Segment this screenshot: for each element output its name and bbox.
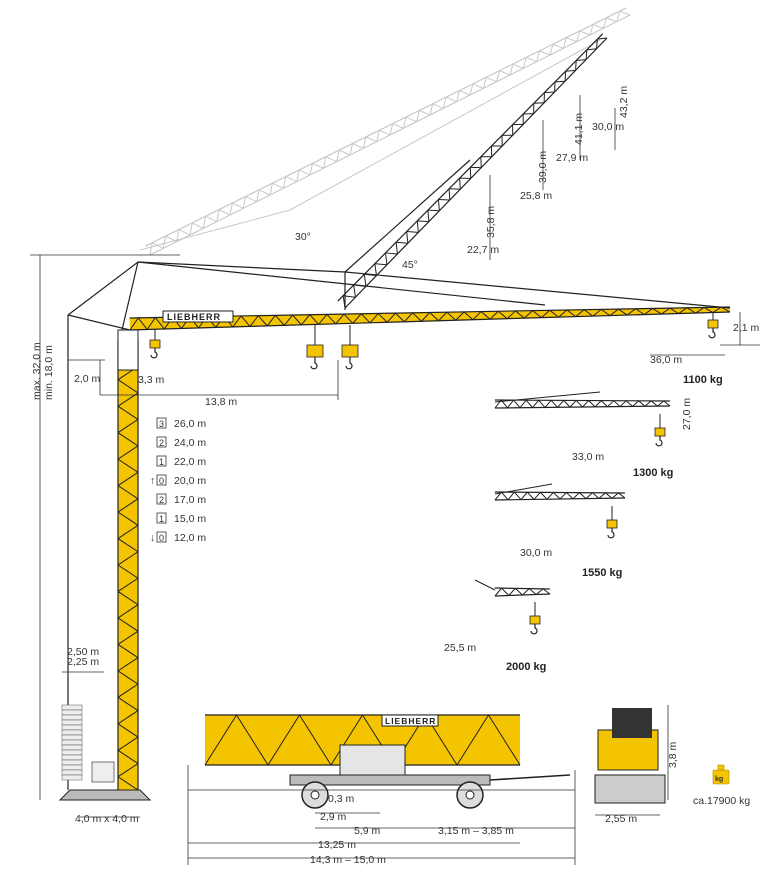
arrow-icon: ↑ <box>150 475 155 487</box>
crane-structure <box>58 33 731 809</box>
tower-height-row: 2 24,0 m <box>156 436 206 449</box>
tower-height-row: ↓ 0 12,0 m <box>150 531 206 544</box>
main-jib <box>129 306 731 331</box>
section-number: 1 <box>159 457 164 467</box>
svg-text:LIEBHERR: LIEBHERR <box>385 716 436 726</box>
hook-block <box>341 325 359 370</box>
max-height-label: max. 32,0 m <box>31 342 43 400</box>
jib-config-4 <box>494 587 551 597</box>
tower-height: 15,0 m <box>174 513 206 525</box>
hook-block <box>306 325 324 370</box>
jib-config-2 <box>494 399 671 409</box>
svg-text:kg: kg <box>715 776 723 783</box>
radius-25-5: 25,5 m <box>444 642 476 654</box>
tower-height: 17,0 m <box>174 494 206 506</box>
dim-2-1: 2,1 m <box>733 322 760 334</box>
tower-height-row: 1 22,0 m <box>156 455 206 468</box>
dim-2-9: 2,9 m <box>320 811 347 823</box>
luff-height-39: 39,0 m <box>537 151 549 183</box>
luffing-jib <box>337 33 608 309</box>
dimension-lines <box>30 95 760 865</box>
radius-36: 36,0 m <box>650 354 682 366</box>
load-1550: 1550 kg <box>582 567 622 579</box>
dim-13-25: 13,25 m <box>318 839 356 851</box>
ballast-width-225: 2,25 m <box>67 656 99 668</box>
dim-2-55: 2,55 m <box>605 813 637 825</box>
dim-2-0: 2,0 m <box>74 373 101 385</box>
ghost-jib-lattice <box>145 7 631 256</box>
ballast-width-250: 2,50 m <box>67 646 99 658</box>
section-number: 2 <box>159 438 164 448</box>
tower-height: 12,0 m <box>174 532 206 544</box>
luff-radius-227: 22,7 m <box>467 244 499 256</box>
tower-height: 22,0 m <box>174 456 206 468</box>
section-number: 2 <box>159 495 164 505</box>
radius-30: 30,0 m <box>520 547 552 559</box>
load-1100: 1100 kg <box>683 374 723 386</box>
tower-height-row: 2 17,0 m <box>156 493 206 506</box>
crane-base <box>58 789 152 801</box>
radius-33: 33,0 m <box>572 451 604 463</box>
section-number: 0 <box>159 533 164 543</box>
svg-text:LIEBHERR: LIEBHERR <box>167 312 221 322</box>
luff-radius-279: 27,9 m <box>556 152 588 164</box>
total-weight: ca.17900 kg <box>693 795 750 807</box>
dim-5-9: 5,9 m <box>354 825 381 837</box>
hook-block <box>606 506 618 539</box>
dim-overhang: 3,15 m – 3,85 m <box>438 825 514 837</box>
luff-radius-30: 30,0 m <box>592 121 624 133</box>
hook-block <box>529 602 541 635</box>
angle-30-label: 30° <box>295 231 311 243</box>
transport-view <box>204 714 571 809</box>
base-size: 4,0 m x 4,0 m <box>75 813 139 825</box>
luff-radius-258: 25,8 m <box>520 190 552 202</box>
dim-13-8: 13,8 m <box>205 396 237 408</box>
tower-height: 20,0 m <box>174 475 206 487</box>
hook-block <box>654 414 666 447</box>
load-1300: 1300 kg <box>633 467 673 479</box>
section-number: 3 <box>159 419 164 429</box>
section-number: 0 <box>159 476 164 486</box>
tower-height-list: 3 26,0 m 2 24,0 m 1 22,0 m ↑ 0 20,0 m 2 17,0 m 1 15,… <box>150 417 206 544</box>
tower-height: 24,0 m <box>174 437 206 449</box>
hook-block <box>707 312 719 339</box>
hook-height-27: 27,0 m <box>681 398 693 430</box>
transport-end-view <box>594 708 666 804</box>
min-height-label: min. 18,0 m <box>43 345 55 400</box>
liebherr-logo-transport: LIEBHERR <box>381 714 439 727</box>
luff-height-358: 35,8 m <box>485 206 497 238</box>
luffed-jib-30deg-ghost <box>139 7 631 256</box>
arrow-icon: ↓ <box>150 532 155 544</box>
weight-icon: kg <box>712 764 730 785</box>
load-2000: 2000 kg <box>506 661 546 673</box>
tower-mast <box>117 339 139 791</box>
tower-height-row: 1 15,0 m <box>156 512 206 525</box>
tower-height-row: 3 26,0 m <box>156 417 206 430</box>
dim-3-3: 3,3 m <box>138 374 165 386</box>
dim-14-3: 14,3 m – 15,0 m <box>310 854 386 866</box>
jib-config-3 <box>494 491 626 501</box>
dim-0-3: 0,3 m <box>328 793 355 805</box>
tower-height-row: ↑ 0 20,0 m <box>150 474 206 487</box>
counterweight-stack <box>61 704 83 781</box>
section-number: 1 <box>159 514 164 524</box>
luff-height-41: 41,1 m <box>573 113 585 145</box>
liebherr-logo-jib: LIEBHERR <box>162 310 234 323</box>
tower-head <box>117 329 139 371</box>
dim-3-8: 3,8 m <box>667 741 679 768</box>
tower-height: 26,0 m <box>174 418 206 430</box>
hook-block <box>149 330 161 359</box>
luff-height-43: 43,2 m <box>618 86 630 118</box>
angle-45-label: 45° <box>402 259 418 271</box>
